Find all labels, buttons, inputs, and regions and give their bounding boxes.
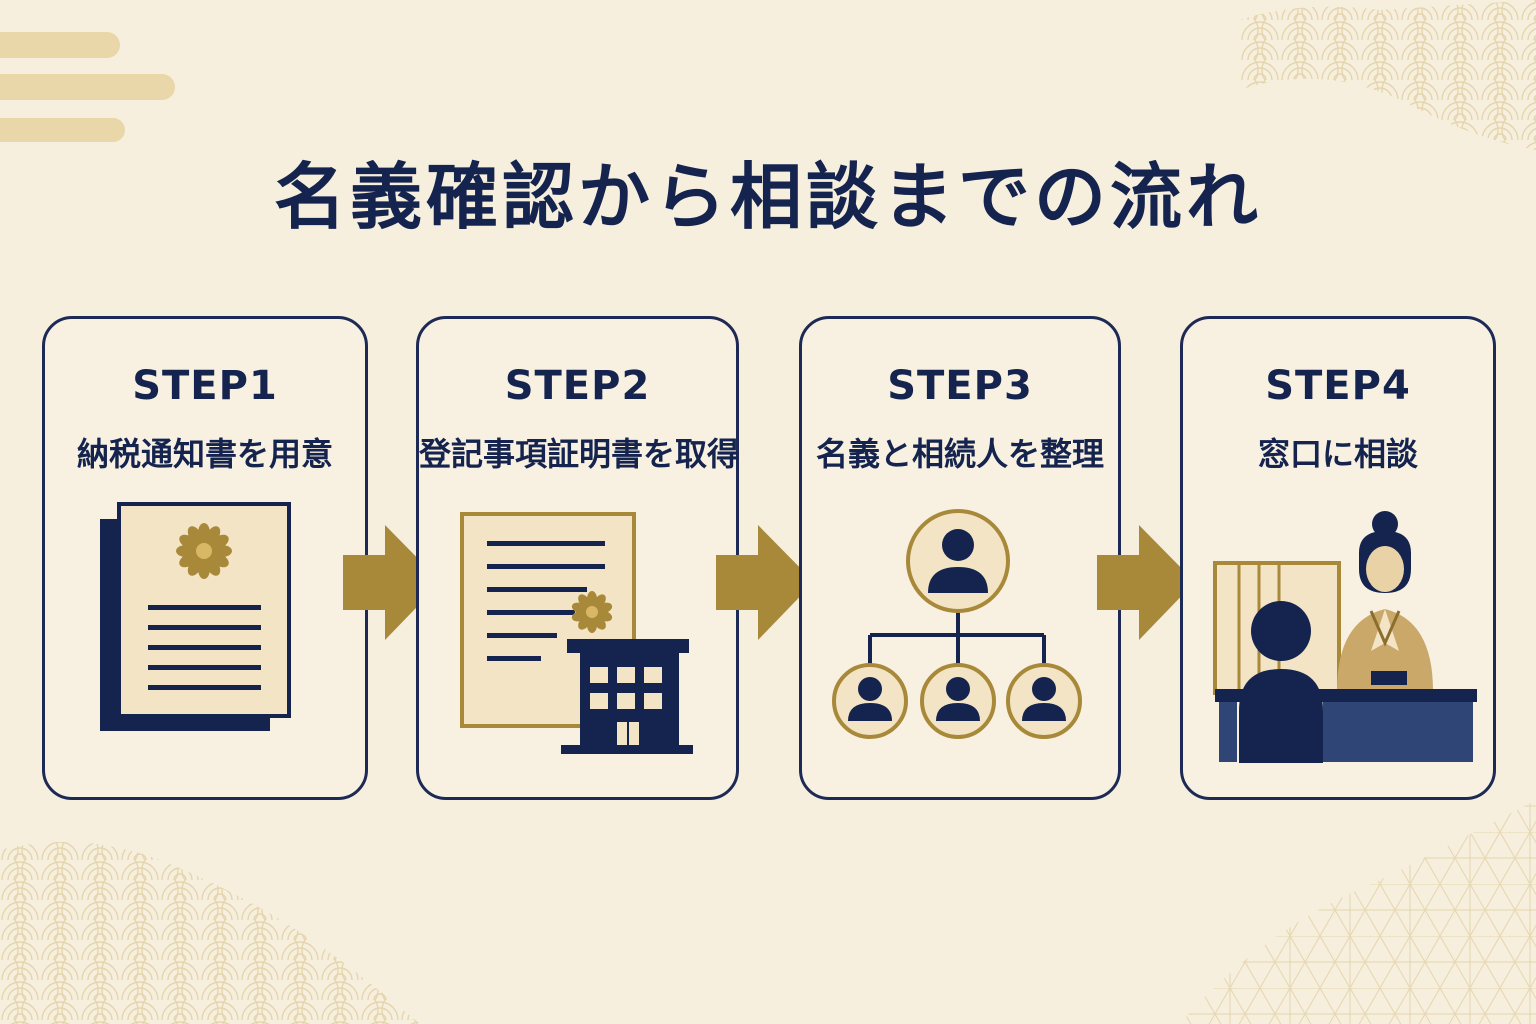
cloud-stripes-icon bbox=[0, 32, 175, 142]
staff-person-icon bbox=[1337, 511, 1433, 691]
step-text: 窓口に相談 bbox=[1257, 435, 1418, 473]
office-building-icon bbox=[561, 639, 693, 754]
heir-tree-icon bbox=[832, 509, 1082, 739]
step-text: 納税通知書を用意 bbox=[76, 435, 333, 473]
heir-person-icon bbox=[1006, 663, 1082, 739]
decedent-person-icon bbox=[906, 509, 1010, 613]
registry-certificate-office-icon bbox=[460, 512, 693, 754]
heir-person-icon bbox=[832, 663, 908, 739]
step-text: 登記事項証明書を取得 bbox=[419, 435, 740, 473]
visitor-person-icon bbox=[1239, 601, 1323, 763]
consultation-counter-icon bbox=[1213, 511, 1477, 763]
step-label: STEP2 bbox=[504, 363, 651, 409]
tax-notice-document-icon bbox=[100, 502, 291, 731]
step-label: STEP3 bbox=[887, 363, 1033, 409]
arrow-right-icon bbox=[716, 525, 814, 640]
step-card-4: STEP4 窓口に相談 bbox=[1180, 316, 1496, 800]
step-label: STEP4 bbox=[1265, 363, 1411, 409]
step-label: STEP1 bbox=[132, 363, 278, 409]
step-card-2: STEP2 登記事項証明書を取得 bbox=[416, 316, 739, 800]
wave-pattern-top-right bbox=[1240, 0, 1536, 150]
step-card-3: STEP3 名義と相続人を整理 bbox=[799, 316, 1121, 800]
step-card-1: STEP1 納税通知書を用意 bbox=[42, 316, 368, 800]
geometric-pattern-bottom-right bbox=[1180, 800, 1536, 1024]
arrow-right-icon bbox=[343, 525, 441, 640]
wave-pattern-bottom-left bbox=[0, 842, 420, 1024]
step-text: 名義と相続人を整理 bbox=[815, 435, 1104, 473]
heir-person-icon bbox=[920, 663, 996, 739]
arrow-right-icon bbox=[1097, 525, 1195, 640]
page-title: 名義確認から相談までの流れ bbox=[273, 155, 1262, 239]
